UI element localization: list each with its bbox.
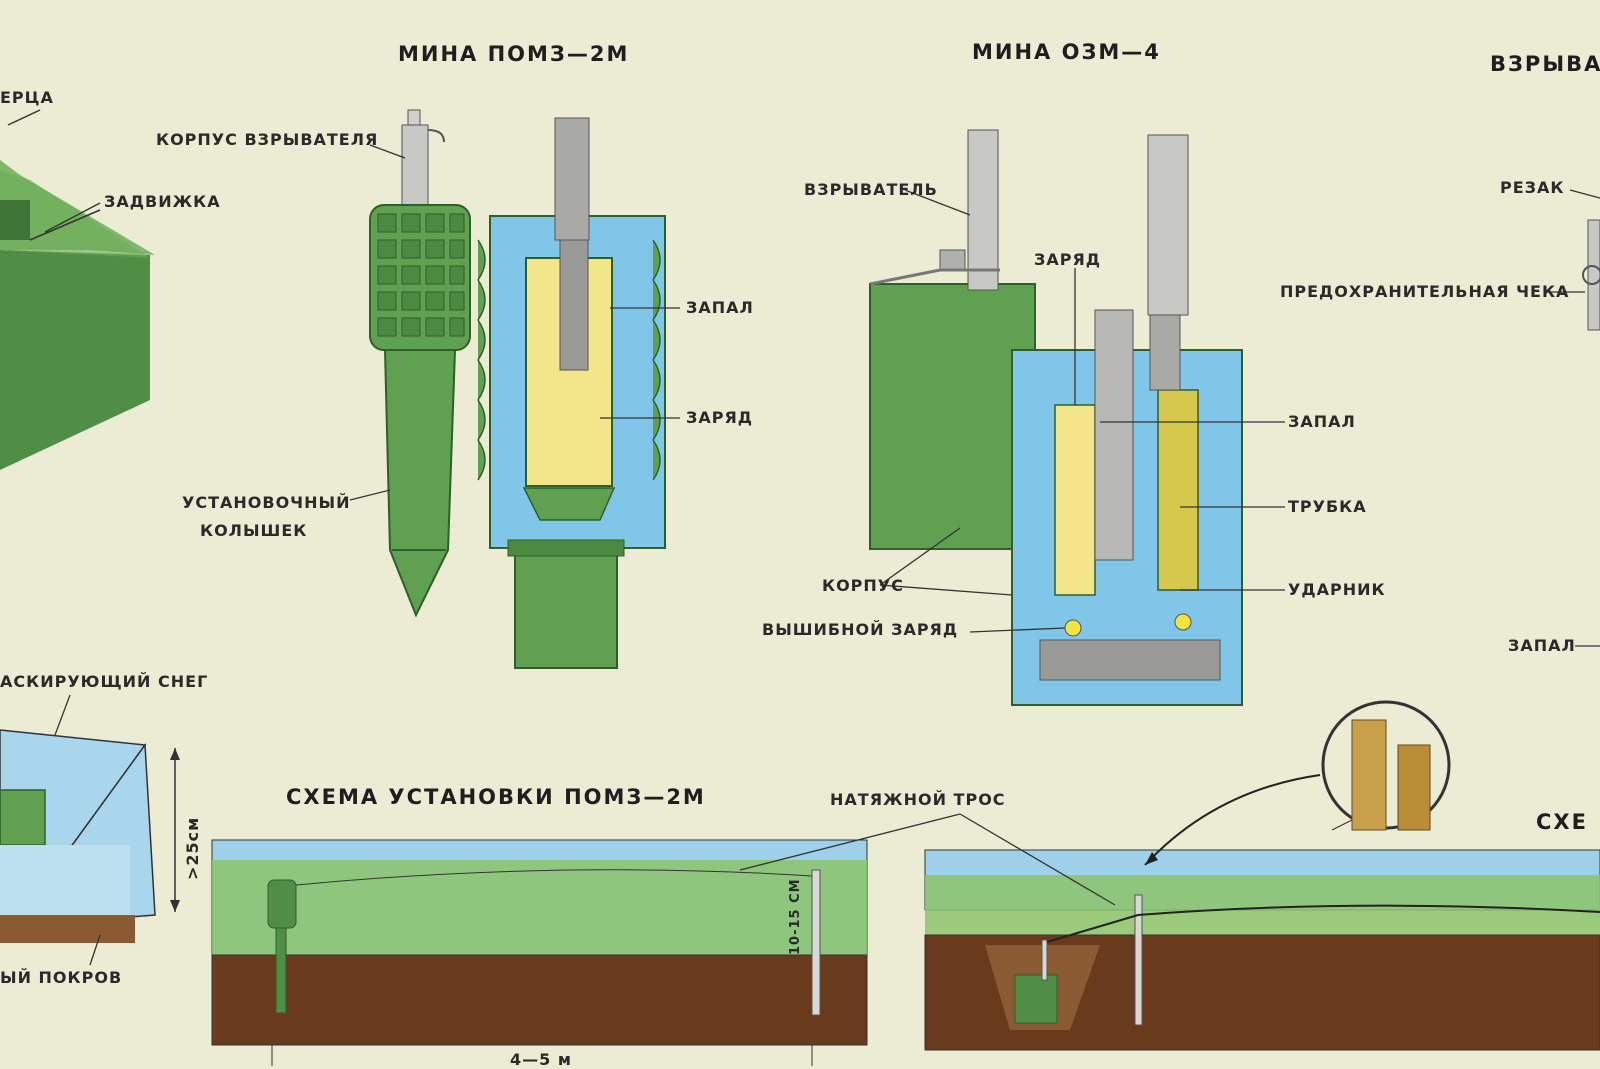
label-stake-line1: УСТАНОВОЧНЫЙ — [182, 493, 351, 512]
label-body: КОРПУС — [822, 576, 904, 595]
title-fuze-cut: ВЗРЫВАТ — [1490, 52, 1600, 76]
label-depth: >25см — [183, 816, 202, 880]
right-fuse-fragment — [1582, 219, 1600, 331]
title-scheme-cut: СХЕ — [1536, 810, 1588, 834]
label-striker: УДАРНИК — [1288, 580, 1386, 599]
label-fuze: ВЗРЫВАТЕЛЬ — [804, 180, 938, 199]
label-cover-cut: ЫЙ ПОКРОВ — [0, 968, 123, 987]
title-ozm-4: МИНА ОЗМ—4 — [972, 40, 1161, 64]
label-detonator-right: ЗАПАЛ — [1508, 636, 1576, 655]
label-tube: ТРУБКА — [1288, 497, 1367, 516]
label-ozm-detonator: ЗАПАЛ — [1288, 412, 1356, 431]
label-pomz-charge: ЗАРЯД — [686, 408, 754, 427]
title-pomz-install-scheme: СХЕМА УСТАНОВКИ ПОМЗ—2М — [286, 785, 706, 809]
ozm-exterior — [869, 129, 1036, 550]
label-zadvizhka: ЗАДВИЖКА — [104, 192, 221, 211]
label-distance: 4—5 м — [510, 1050, 572, 1069]
label-tripwire: НАТЯЖНОЙ ТРОС — [830, 790, 1006, 809]
snow-scheme — [0, 729, 180, 943]
ozm-install-scheme — [924, 700, 1600, 1051]
label-ozm-charge: ЗАРЯД — [1034, 250, 1102, 269]
box-mine-illustration — [0, 160, 155, 470]
ozm-section — [1011, 134, 1243, 706]
title-pomz-2m: МИНА ПОМЗ—2М — [398, 42, 630, 66]
label-safety-pin: ПРЕДОХРАНИТЕЛЬНАЯ ЧЕКА — [1280, 282, 1570, 301]
pomz-exterior — [369, 109, 471, 618]
label-cutter: РЕЗАК — [1500, 178, 1565, 197]
label-tl-cut: ЕРЦА — [0, 88, 54, 107]
label-pomz-detonator: ЗАПАЛ — [686, 298, 754, 317]
leader-lines — [44, 144, 1600, 966]
pomz-install-scheme — [211, 839, 868, 1066]
label-stake-line2: КОЛЫШЕК — [200, 521, 308, 540]
pomz-section — [477, 117, 666, 669]
label-expelling-charge: ВЫШИБНОЙ ЗАРЯД — [762, 620, 959, 639]
label-fuze-body: КОРПУС ВЗРЫВАТЕЛЯ — [156, 130, 379, 149]
label-height: 10-15 СМ — [788, 878, 803, 955]
label-snow-cut: АСКИРУЮЩИЙ СНЕГ — [0, 672, 209, 691]
